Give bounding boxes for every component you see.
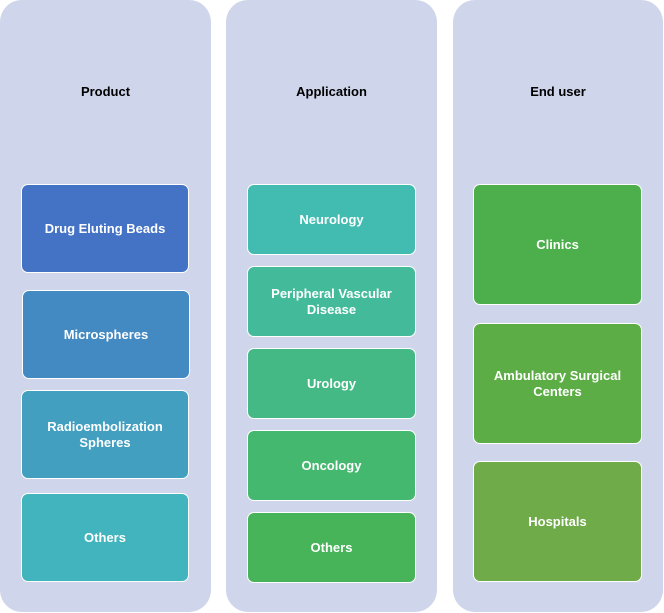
item-others-application: Others xyxy=(247,512,416,583)
item-neurology: Neurology xyxy=(247,184,416,255)
column-title-application: Application xyxy=(296,84,367,99)
column-application: Application Neurology Peripheral Vascula… xyxy=(226,0,437,612)
column-title-end-user: End user xyxy=(530,84,586,99)
item-label: Urology xyxy=(306,375,357,391)
item-label: Others xyxy=(310,539,353,555)
item-peripheral-vascular-disease: Peripheral Vascular Disease xyxy=(247,266,416,337)
item-label: Hospitals xyxy=(528,513,587,529)
item-label: Oncology xyxy=(301,457,362,473)
item-hospitals: Hospitals xyxy=(473,461,642,582)
item-label: Neurology xyxy=(299,211,364,227)
item-label: Drug Eluting Beads xyxy=(44,220,166,236)
item-drug-eluting-beads: Drug Eluting Beads xyxy=(21,184,189,273)
column-title-product: Product xyxy=(80,84,131,99)
column-product: Product Drug Eluting Beads Microspheres … xyxy=(0,0,211,612)
item-label: Microspheres xyxy=(63,326,149,342)
column-end-user: End user Clinics Ambulatory Surgical Cen… xyxy=(453,0,663,612)
item-label: Peripheral Vascular Disease xyxy=(271,285,392,317)
item-radioembolization-spheres: Radioembolization Spheres xyxy=(21,390,189,479)
item-urology: Urology xyxy=(247,348,416,419)
item-label: Others xyxy=(84,529,126,545)
item-label: Ambulatory Surgical Centers xyxy=(493,367,622,399)
item-clinics: Clinics xyxy=(473,184,642,305)
item-ambulatory-surgical-centers: Ambulatory Surgical Centers xyxy=(473,323,642,444)
item-microspheres: Microspheres xyxy=(22,290,190,379)
item-label: Radioembolization Spheres xyxy=(47,418,163,450)
item-label: Clinics xyxy=(536,236,579,252)
item-others-product: Others xyxy=(21,493,189,582)
item-oncology: Oncology xyxy=(247,430,416,501)
